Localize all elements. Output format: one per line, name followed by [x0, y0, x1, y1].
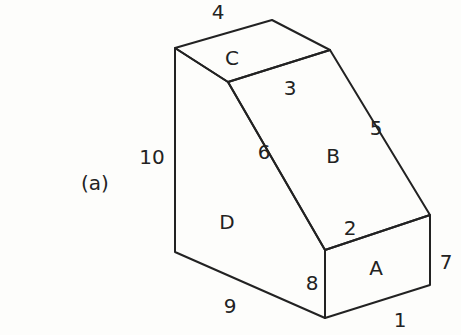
callout-number: 3	[284, 78, 297, 98]
face-b	[228, 50, 430, 250]
callout-number: 5	[370, 118, 383, 138]
face-d	[175, 48, 325, 318]
callout-number: C	[225, 48, 239, 68]
callout-number: 9	[224, 296, 237, 316]
callout-number: 6	[258, 142, 271, 162]
face-a	[325, 215, 430, 318]
callout-number: 1	[394, 310, 407, 330]
callout-number: 7	[440, 252, 453, 272]
callout-number: 10	[139, 147, 164, 167]
callout-number: 8	[306, 273, 319, 293]
face-c	[175, 20, 330, 82]
figure-label: (a)	[81, 173, 109, 193]
callout-number: 4	[212, 2, 225, 22]
callout-number: B	[326, 146, 340, 166]
callout-number: 2	[344, 218, 357, 238]
callout-number: D	[219, 212, 234, 232]
callout-number: A	[369, 258, 383, 278]
